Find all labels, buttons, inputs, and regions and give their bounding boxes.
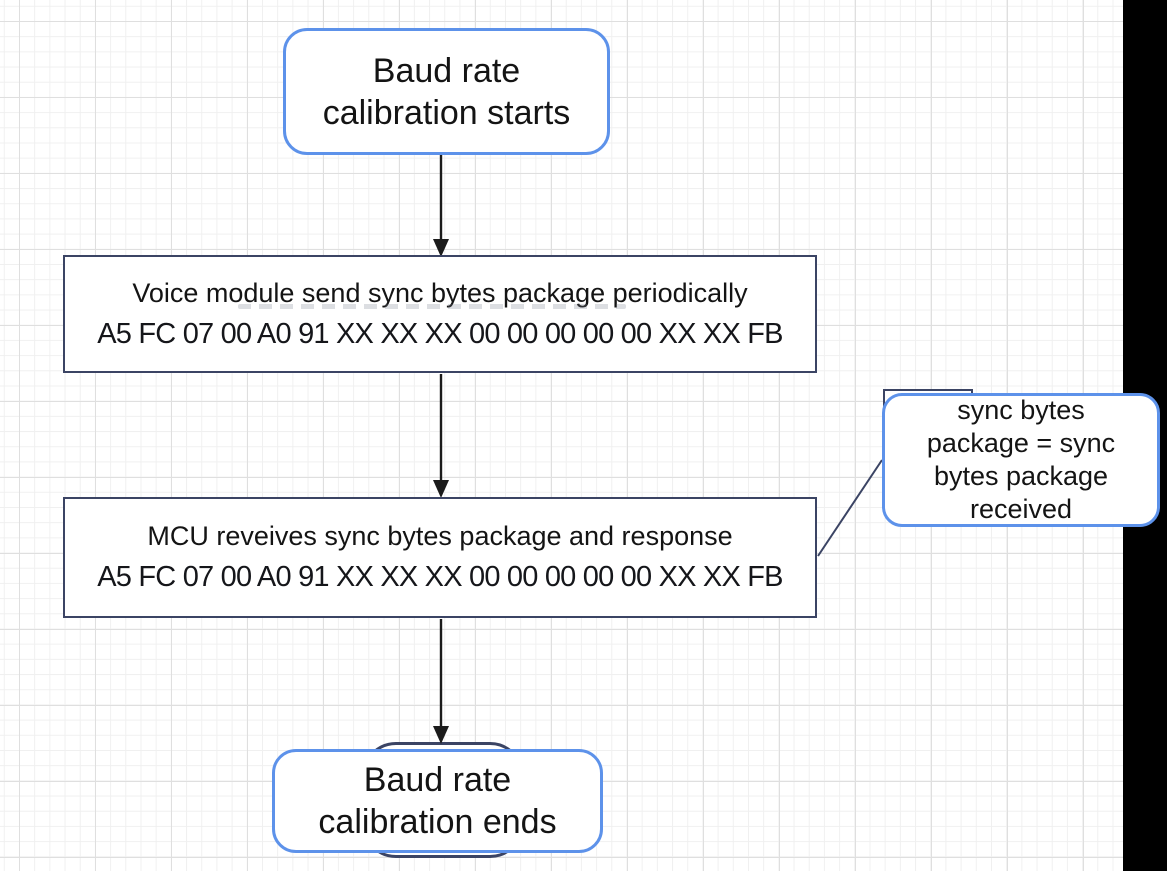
arrow-start-to-send[interactable] xyxy=(429,155,453,257)
node-send-bytes: A5 FC 07 00 A0 91 XX XX XX 00 00 00 00 0… xyxy=(97,317,783,350)
callout-connector-line[interactable] xyxy=(810,452,890,562)
node-receive-title: MCU reveives sync bytes package and resp… xyxy=(147,521,733,551)
arrow-receive-to-end[interactable] xyxy=(429,619,453,744)
node-receive[interactable]: MCU reveives sync bytes package and resp… xyxy=(63,497,817,618)
node-end-label-line1: Baud rate xyxy=(363,761,512,799)
node-end-label-line2: calibration ends xyxy=(318,803,557,841)
faded-text-artifact xyxy=(238,304,626,309)
node-start-label-line1: Baud rate xyxy=(372,51,521,90)
node-send[interactable]: Voice module send sync bytes package per… xyxy=(63,255,817,373)
callout-line1: sync bytes xyxy=(957,395,1085,425)
callout-line2: package = sync xyxy=(926,428,1116,458)
arrow-send-to-receive[interactable] xyxy=(429,374,453,498)
callout-line3: bytes package xyxy=(933,461,1109,491)
callout-line4: received xyxy=(969,494,1073,524)
node-send-title: Voice module send sync bytes package per… xyxy=(132,277,748,308)
node-end[interactable]: Baud rate calibration ends xyxy=(272,749,603,853)
node-start-label-line2: calibration starts xyxy=(322,93,571,132)
callout-note[interactable]: sync bytes package = sync bytes package … xyxy=(882,393,1160,527)
node-start[interactable]: Baud rate calibration starts xyxy=(283,28,610,155)
node-receive-bytes: A5 FC 07 00 A0 91 XX XX XX 00 00 00 00 0… xyxy=(97,561,783,593)
